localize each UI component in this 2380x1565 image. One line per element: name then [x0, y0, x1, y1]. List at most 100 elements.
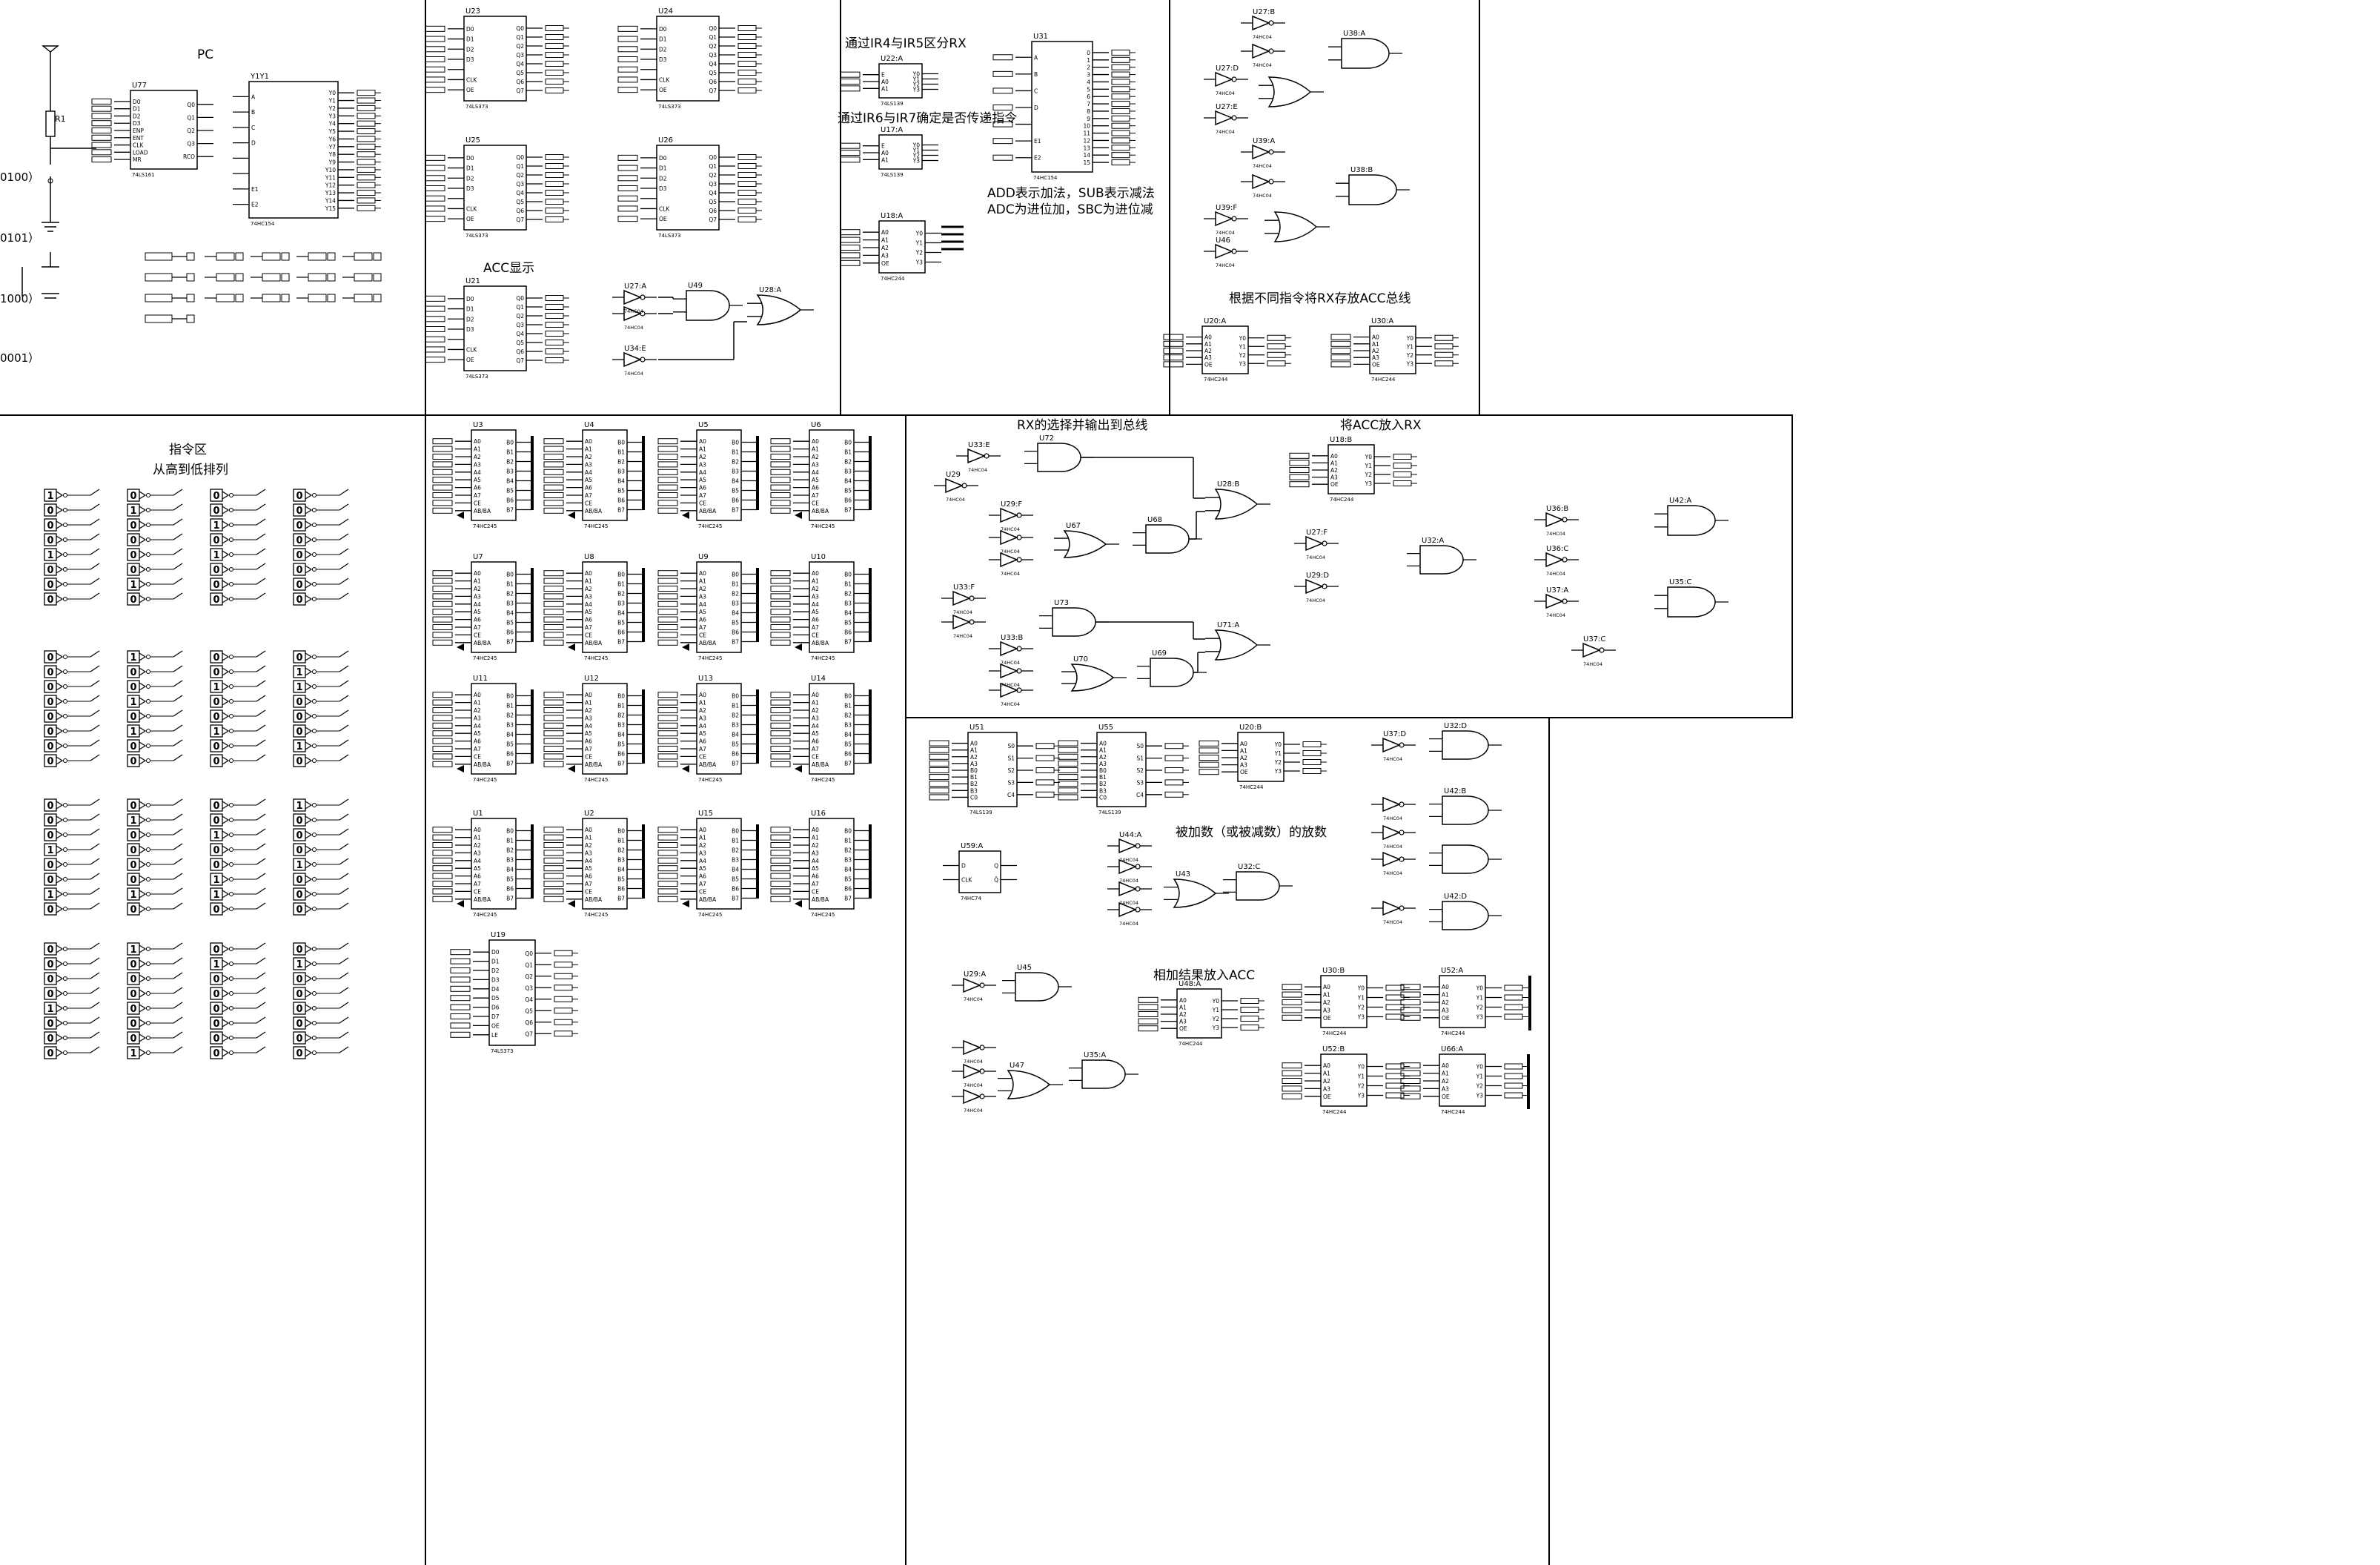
switch-bit-value: 0: [296, 1019, 302, 1030]
pin-label: A6: [585, 485, 592, 492]
pin-label: D1: [466, 36, 474, 43]
pin-label: B: [251, 109, 255, 116]
pin-label: E2: [1034, 155, 1041, 162]
pin-label: A6: [585, 738, 592, 745]
pin-label: B5: [844, 488, 852, 494]
pin-label: Y1: [912, 76, 921, 83]
and-gate: U35:C: [1667, 578, 1716, 618]
pin-label: A4: [699, 858, 706, 864]
pin-label: A0: [812, 438, 819, 445]
pin-label: A1: [970, 747, 978, 754]
pin-label: A3: [474, 593, 481, 600]
pin-label: B2: [617, 459, 625, 466]
switch-bit-value: 1: [296, 682, 302, 693]
pin-label: S0: [1136, 743, 1144, 750]
chip-part-label: 74LS373: [491, 1048, 514, 1054]
gate-ref-label: U27:A: [624, 282, 646, 291]
switch-bit-value: 1: [296, 801, 302, 812]
pin-label: A6: [474, 485, 481, 492]
pin-label: B3: [617, 600, 625, 607]
pin-label: C: [1034, 87, 1038, 94]
gate-part-label: 74HC04: [946, 497, 965, 503]
switch-bit-value: 0: [213, 580, 219, 591]
ic-chip: A0A1A2A3A4A5A6A7CEAB/BAB0B1B2B3B4B5B6B7U…: [432, 421, 532, 529]
pin-label: AB/BA: [585, 896, 603, 903]
pin-label: A6: [474, 873, 481, 880]
gate-ref-label: U27:E: [1216, 103, 1238, 111]
pin-label: Y8: [328, 151, 337, 158]
pin-label: C0: [1099, 794, 1107, 801]
pin-label: B2: [732, 847, 739, 854]
pin-label: Q5: [516, 70, 524, 76]
pin-label: A0: [699, 692, 706, 698]
gate-part-label: 74HC04: [1253, 163, 1272, 169]
pin-label: B3: [506, 600, 514, 607]
pin-label: B7: [617, 761, 625, 767]
gate-part-label: 74HC04: [1383, 870, 1402, 876]
pin-label: D3: [466, 56, 474, 63]
pin-label: Q1: [187, 114, 195, 121]
pin-label: B2: [970, 781, 978, 787]
chip-ref-label: U25: [465, 136, 480, 145]
pin-label: A6: [812, 485, 819, 492]
pin-label: Q2: [187, 128, 195, 134]
pin-label: A6: [699, 873, 706, 880]
chip-ref-label: U1: [473, 810, 483, 818]
switch-bit-value: 1: [130, 506, 136, 517]
pin-label: A4: [474, 469, 481, 476]
gate-part-label: 74HC04: [1119, 900, 1138, 906]
chip-ref-label: U20:A: [1204, 317, 1226, 325]
switch-bit-value: 0: [47, 756, 53, 767]
pin-label: B6: [617, 751, 625, 758]
gate-ref-label: U32:A: [1422, 537, 1444, 545]
pin-label: C0: [970, 794, 978, 801]
pin-label: B2: [1099, 781, 1107, 787]
pin-label: B7: [844, 507, 852, 514]
pin-label: Q0: [516, 154, 524, 161]
pin-label: 2: [1087, 64, 1090, 71]
chip-ref-label: U26: [658, 136, 673, 145]
switch-bit-value: 0: [296, 989, 302, 1000]
gate-ref-label: U37:A: [1546, 586, 1568, 595]
pin-label: D2: [133, 113, 141, 119]
pin-label: B1: [1099, 774, 1107, 781]
chip-part-label: 74HC245: [811, 912, 835, 918]
gate-ref-label: U39:A: [1253, 137, 1275, 145]
switch-bit-value: 1: [47, 550, 53, 561]
pin-label: A3: [1179, 1019, 1187, 1025]
gate-part-label: 74HC04: [964, 1059, 983, 1065]
pin-label: A2: [585, 707, 592, 714]
pin-label: B7: [506, 761, 514, 767]
chip-part-label: 74LS373: [465, 374, 488, 380]
or-gate: [1273, 211, 1318, 242]
pin-label: B4: [617, 478, 625, 485]
pin-label: A2: [1240, 755, 1247, 761]
pin-label: 10: [1083, 123, 1090, 130]
pin-label: A1: [585, 446, 592, 453]
pin-label: B3: [506, 722, 514, 729]
pin-label: Q4: [709, 190, 717, 196]
pin-label: B2: [732, 712, 739, 719]
not-gate: U39:A 74HC04: [1252, 137, 1275, 169]
pin-label: Q2: [516, 172, 524, 179]
pin-label: Y3: [1239, 360, 1247, 367]
or-gate: [1267, 76, 1312, 107]
chip-part-label: 74HC244: [1441, 1030, 1465, 1036]
pin-label: D1: [491, 959, 500, 965]
gate-ref-label: U33:E: [968, 441, 990, 449]
pin-label: Q4: [525, 996, 533, 1003]
pin-label: Y3: [1212, 1025, 1220, 1031]
switch-bit-value: 0: [296, 580, 302, 591]
chip-ref-label: U22:A: [881, 55, 903, 63]
pin-label: B0: [732, 828, 739, 835]
pin-label: A5: [474, 477, 481, 483]
gate-ref-label: U38:B: [1350, 166, 1373, 174]
pin-label: Y1: [328, 98, 337, 105]
pc-title: PC: [197, 47, 214, 62]
pin-label: A7: [812, 746, 819, 752]
pin-label: B3: [732, 600, 739, 607]
pin-label: Y15: [325, 205, 336, 212]
